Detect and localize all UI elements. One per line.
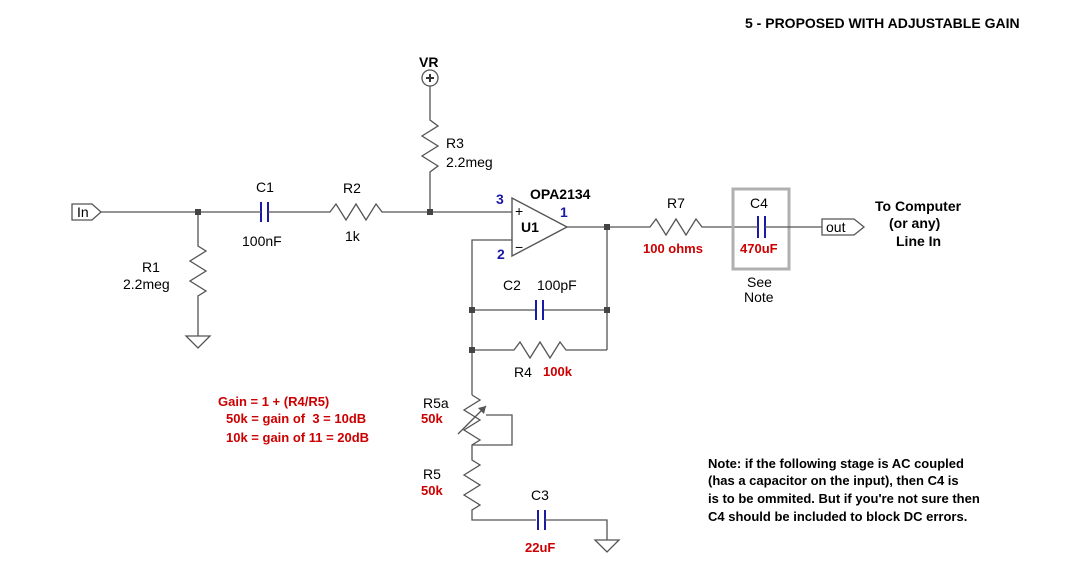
junction-dot <box>469 347 475 353</box>
junction-dot <box>604 224 610 230</box>
junction-dot <box>195 209 201 215</box>
pin-minus-number: 2 <box>497 246 505 262</box>
resistor-r1 <box>184 212 212 349</box>
resistor-r5 <box>462 452 536 521</box>
footnote-line1: Note: if the following stage is AC coupl… <box>708 456 964 471</box>
gain-note-line1: Gain = 1 + (R4/R5) <box>218 394 329 409</box>
c4-note-line2: Note <box>744 289 774 305</box>
junction-dot <box>604 307 610 313</box>
r3-ref: R3 <box>446 135 464 151</box>
supply-label: VR <box>419 54 438 70</box>
junction-dot <box>427 209 433 215</box>
ground-r1-icon <box>184 335 212 349</box>
u1-ref: U1 <box>521 219 539 235</box>
r7-value: 100 ohms <box>643 241 703 256</box>
wire-opamp-minus <box>471 239 512 395</box>
capacitor-c3 <box>537 510 621 553</box>
c2-ref: C2 <box>503 277 521 293</box>
r4-value: 100k <box>543 364 573 379</box>
r5-value: 50k <box>421 483 443 498</box>
pin-out-number: 1 <box>560 204 568 220</box>
c4-note-line1: See <box>747 274 772 290</box>
capacitor-c2 <box>472 300 607 320</box>
r2-value: 1k <box>345 228 361 244</box>
footnote-line2: (has a capacitor on the input), then C4 … <box>708 473 959 488</box>
schematic-title: 5 - PROPOSED WITH ADJUSTABLE GAIN <box>745 15 1020 31</box>
junction-dot <box>469 307 475 313</box>
c3-value: 22uF <box>525 540 555 555</box>
r7-ref: R7 <box>667 195 685 211</box>
r4-ref: R4 <box>514 364 532 380</box>
resistor-r7 <box>567 217 754 237</box>
r1-ref: R1 <box>142 259 160 275</box>
ground-c3-icon <box>593 539 621 553</box>
resistor-r2 <box>322 202 430 222</box>
u1-part: OPA2134 <box>530 186 591 202</box>
input-port: In <box>71 203 102 221</box>
output-port-label: out <box>826 219 846 235</box>
r1-value: 2.2meg <box>123 276 170 292</box>
gain-note-line3: 10k = gain of 11 = 20dB <box>226 430 369 445</box>
gain-note-line2: 50k = gain of 3 = 10dB <box>226 411 366 426</box>
r5-ref: R5 <box>423 466 441 482</box>
opamp-plus-sign: + <box>515 203 523 219</box>
capacitor-c1 <box>252 202 322 222</box>
c4-highlight-box <box>731 187 791 271</box>
capacitor-c4 <box>754 216 822 238</box>
output-port: out <box>821 218 866 236</box>
r5a-value: 50k <box>421 411 443 426</box>
resistor-r4 <box>472 340 607 360</box>
destination-line2: (or any) <box>889 215 940 231</box>
plus-icon <box>426 74 434 82</box>
c1-value: 100nF <box>242 233 282 249</box>
footnote-line3: is to be ommited. But if you're not sure… <box>708 491 980 506</box>
destination-line3: Line In <box>896 233 941 249</box>
c3-ref: C3 <box>531 487 549 503</box>
potentiometer-r5a <box>457 394 513 452</box>
c1-ref: C1 <box>256 179 274 195</box>
resistor-r3 <box>420 86 440 212</box>
r3-value: 2.2meg <box>446 154 493 170</box>
supply-vr <box>421 69 439 87</box>
pin-plus-number: 3 <box>496 191 504 207</box>
r5a-ref: R5a <box>423 395 449 411</box>
opamp-minus-sign: − <box>515 239 523 255</box>
c2-value: 100pF <box>537 277 577 293</box>
opamp-u1 <box>511 196 569 258</box>
footnote-line4: C4 should be included to block DC errors… <box>708 509 967 524</box>
r2-ref: R2 <box>343 180 361 196</box>
c4-ref: C4 <box>750 195 768 211</box>
c4-value: 470uF <box>740 241 778 256</box>
input-port-label: In <box>77 204 89 220</box>
destination-line1: To Computer <box>875 198 962 214</box>
